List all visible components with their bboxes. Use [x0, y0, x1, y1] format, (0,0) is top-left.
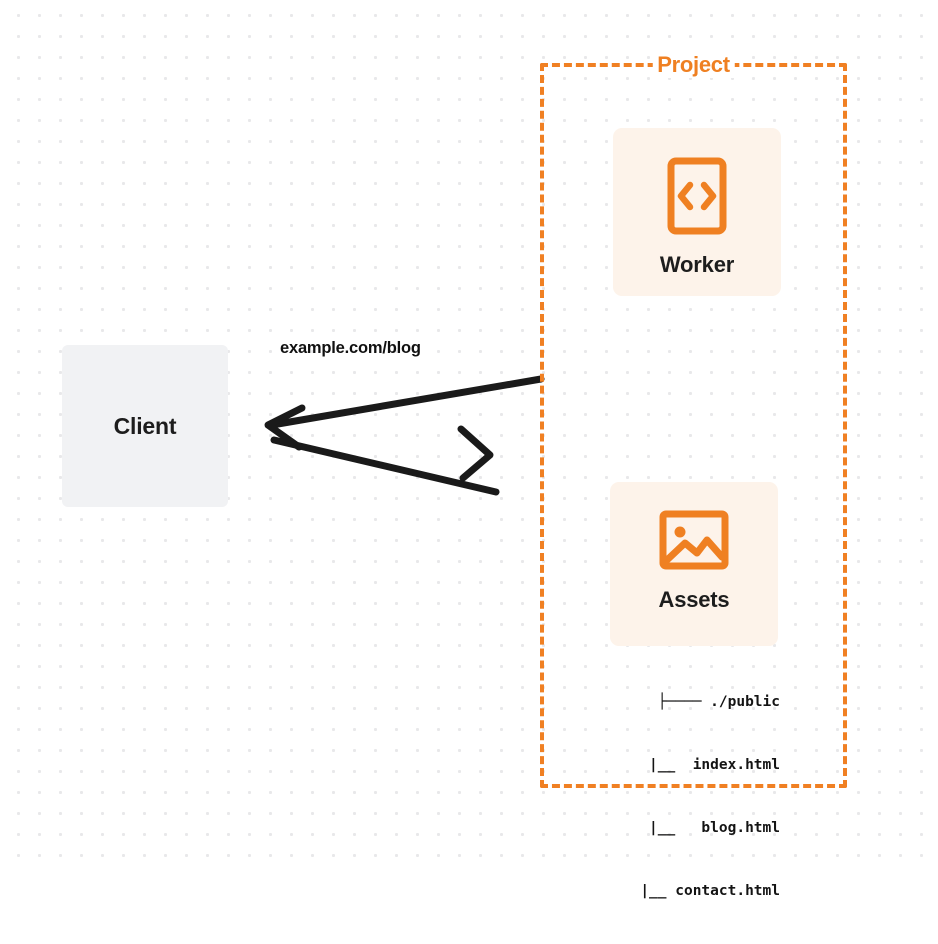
client-node[interactable]: Client: [62, 345, 228, 507]
tree-line: |__ contact.html: [622, 883, 780, 899]
project-boundary: Project: [540, 52, 847, 788]
tree-line: ├──── ./public: [657, 694, 780, 710]
client-node-label: Client: [113, 412, 177, 439]
code-file-icon: [667, 157, 727, 235]
image-picture-icon: [659, 510, 729, 570]
connection-url-label: example.com/blog: [280, 339, 421, 357]
response-arrow: [264, 375, 545, 451]
tree-line: |__ index.html: [614, 757, 780, 773]
worker-node[interactable]: Worker: [613, 128, 781, 296]
request-arrow: [270, 425, 500, 496]
assets-file-tree: ├──── ./public |__ index.html |__ blog.h…: [588, 650, 780, 944]
tree-line: |__ blog.html: [614, 820, 780, 836]
worker-node-label: Worker: [659, 252, 735, 277]
diagram-canvas: Client example.com/blog Project Worker: [0, 0, 938, 899]
assets-node-label: Assets: [658, 587, 730, 612]
assets-node[interactable]: Assets: [610, 482, 778, 646]
project-title-label: Project: [652, 52, 735, 78]
